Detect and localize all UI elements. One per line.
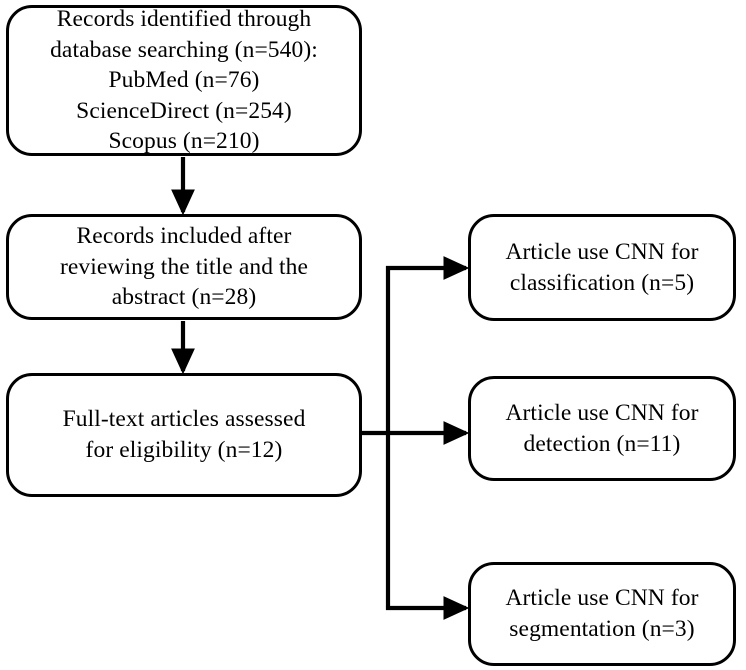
box-cnn-classification: Article use CNN for classification (n=5) (468, 214, 736, 321)
box-records-identified: Records identified through database sear… (6, 5, 362, 156)
box-full-text-articles-assessed: Full-text articles assessed for eligibil… (6, 373, 362, 497)
box-records-included-after-title-abstract-review: Records included after reviewing the tit… (6, 214, 362, 320)
box-cnn-detection: Article use CNN for detection (n=11) (468, 376, 736, 481)
box-cnn-segmentation: Article use CNN for segmentation (n=3) (468, 562, 736, 666)
